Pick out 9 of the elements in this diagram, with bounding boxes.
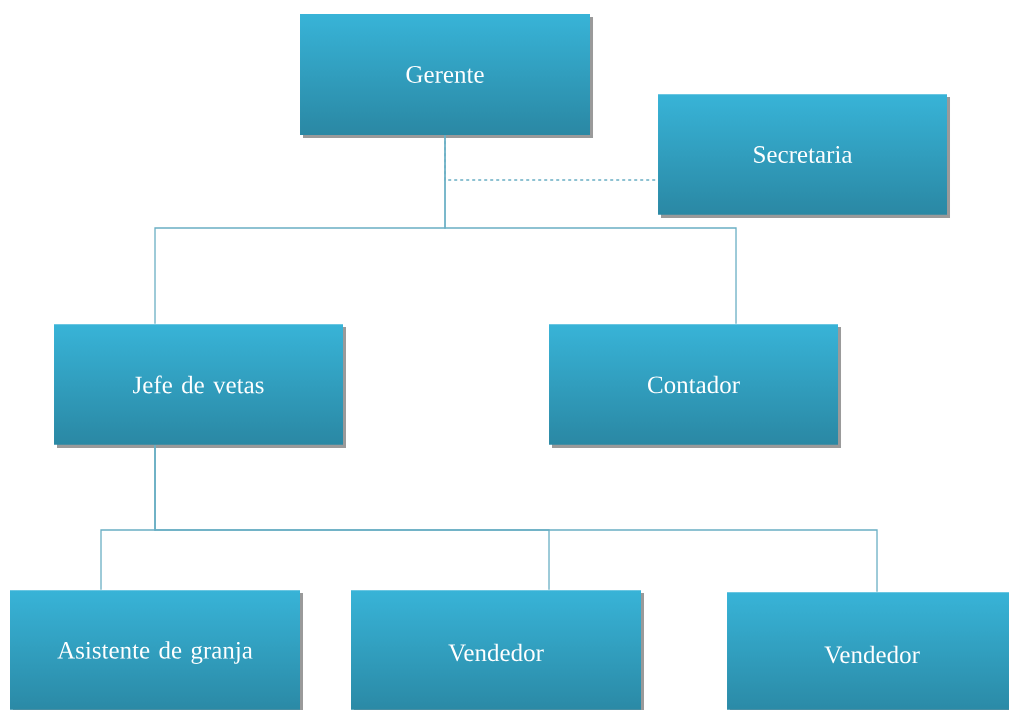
org-box: Secretaria xyxy=(658,94,950,218)
org-box: Jefe de vetas xyxy=(54,324,346,448)
connector-line xyxy=(444,134,737,325)
org-box: Gerente xyxy=(300,14,593,138)
connector-line xyxy=(154,444,878,593)
org-box: Vendedor xyxy=(351,590,644,710)
org-box: Vendedor xyxy=(727,592,1009,710)
org-box: Contador xyxy=(549,324,841,448)
org-box: Asistente de granja xyxy=(10,590,303,710)
